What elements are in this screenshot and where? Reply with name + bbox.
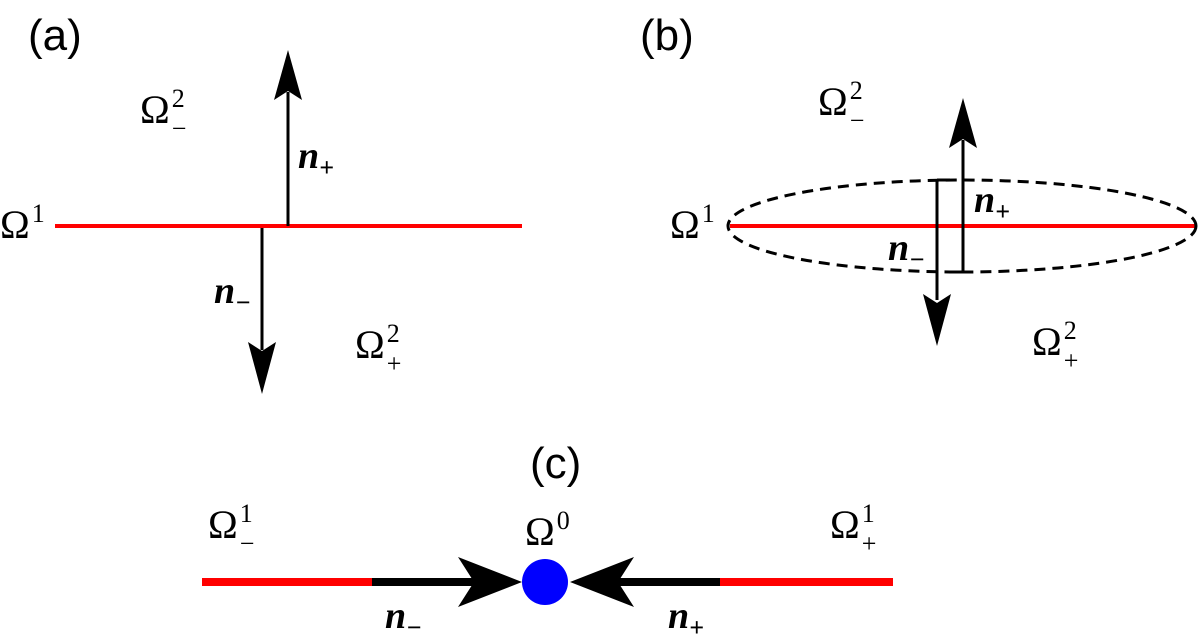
panel-b-omega-upper: Ω2− <box>818 76 864 135</box>
panel-b-n-minus-arrow <box>923 178 951 346</box>
panel-b-n-minus-label: n− <box>888 227 925 274</box>
panel-a-n-minus-arrow <box>248 228 276 394</box>
panel-c-n-plus-label: n+ <box>668 595 704 638</box>
panel-a-label: (a) <box>28 11 82 60</box>
panel-c-junction-point <box>522 559 568 605</box>
panel-a-n-minus-label: n− <box>214 270 251 317</box>
panel-b-omega-lower: Ω2+ <box>1032 316 1078 375</box>
panel-c-omega-point: Ω0 <box>525 506 570 554</box>
panel-b: (b) Ω2− Ω1 Ω2+ n+ n− <box>640 11 1198 375</box>
panel-c-n-plus-arrow <box>570 557 720 607</box>
panel-c-n-minus-label: n− <box>385 595 422 638</box>
panel-c-omega-left: Ω1− <box>208 499 254 558</box>
panel-a-omega-lower: Ω2+ <box>355 319 401 378</box>
panel-c-n-minus-arrow <box>372 557 522 607</box>
panel-a-n-plus-arrow <box>274 50 302 226</box>
panel-a-omega-upper: Ω2− <box>140 84 186 143</box>
panel-b-dashed-ellipse <box>726 178 1198 274</box>
panel-b-label: (b) <box>640 11 694 60</box>
panel-c: (c) Ω1− Ω0 Ω1+ n− n+ <box>202 439 893 638</box>
panel-b-n-plus-arrow <box>949 98 977 274</box>
panel-c-omega-right: Ω1+ <box>830 499 876 558</box>
panel-a: (a) Ω2− Ω1 Ω2+ n+ n− <box>0 11 522 394</box>
panel-b-omega-line: Ω1 <box>670 199 715 247</box>
panel-b-n-plus-label: n+ <box>974 179 1010 226</box>
panel-a-n-plus-label: n+ <box>298 135 334 182</box>
panel-a-omega-line: Ω1 <box>0 199 45 247</box>
panel-c-label: (c) <box>530 439 581 488</box>
